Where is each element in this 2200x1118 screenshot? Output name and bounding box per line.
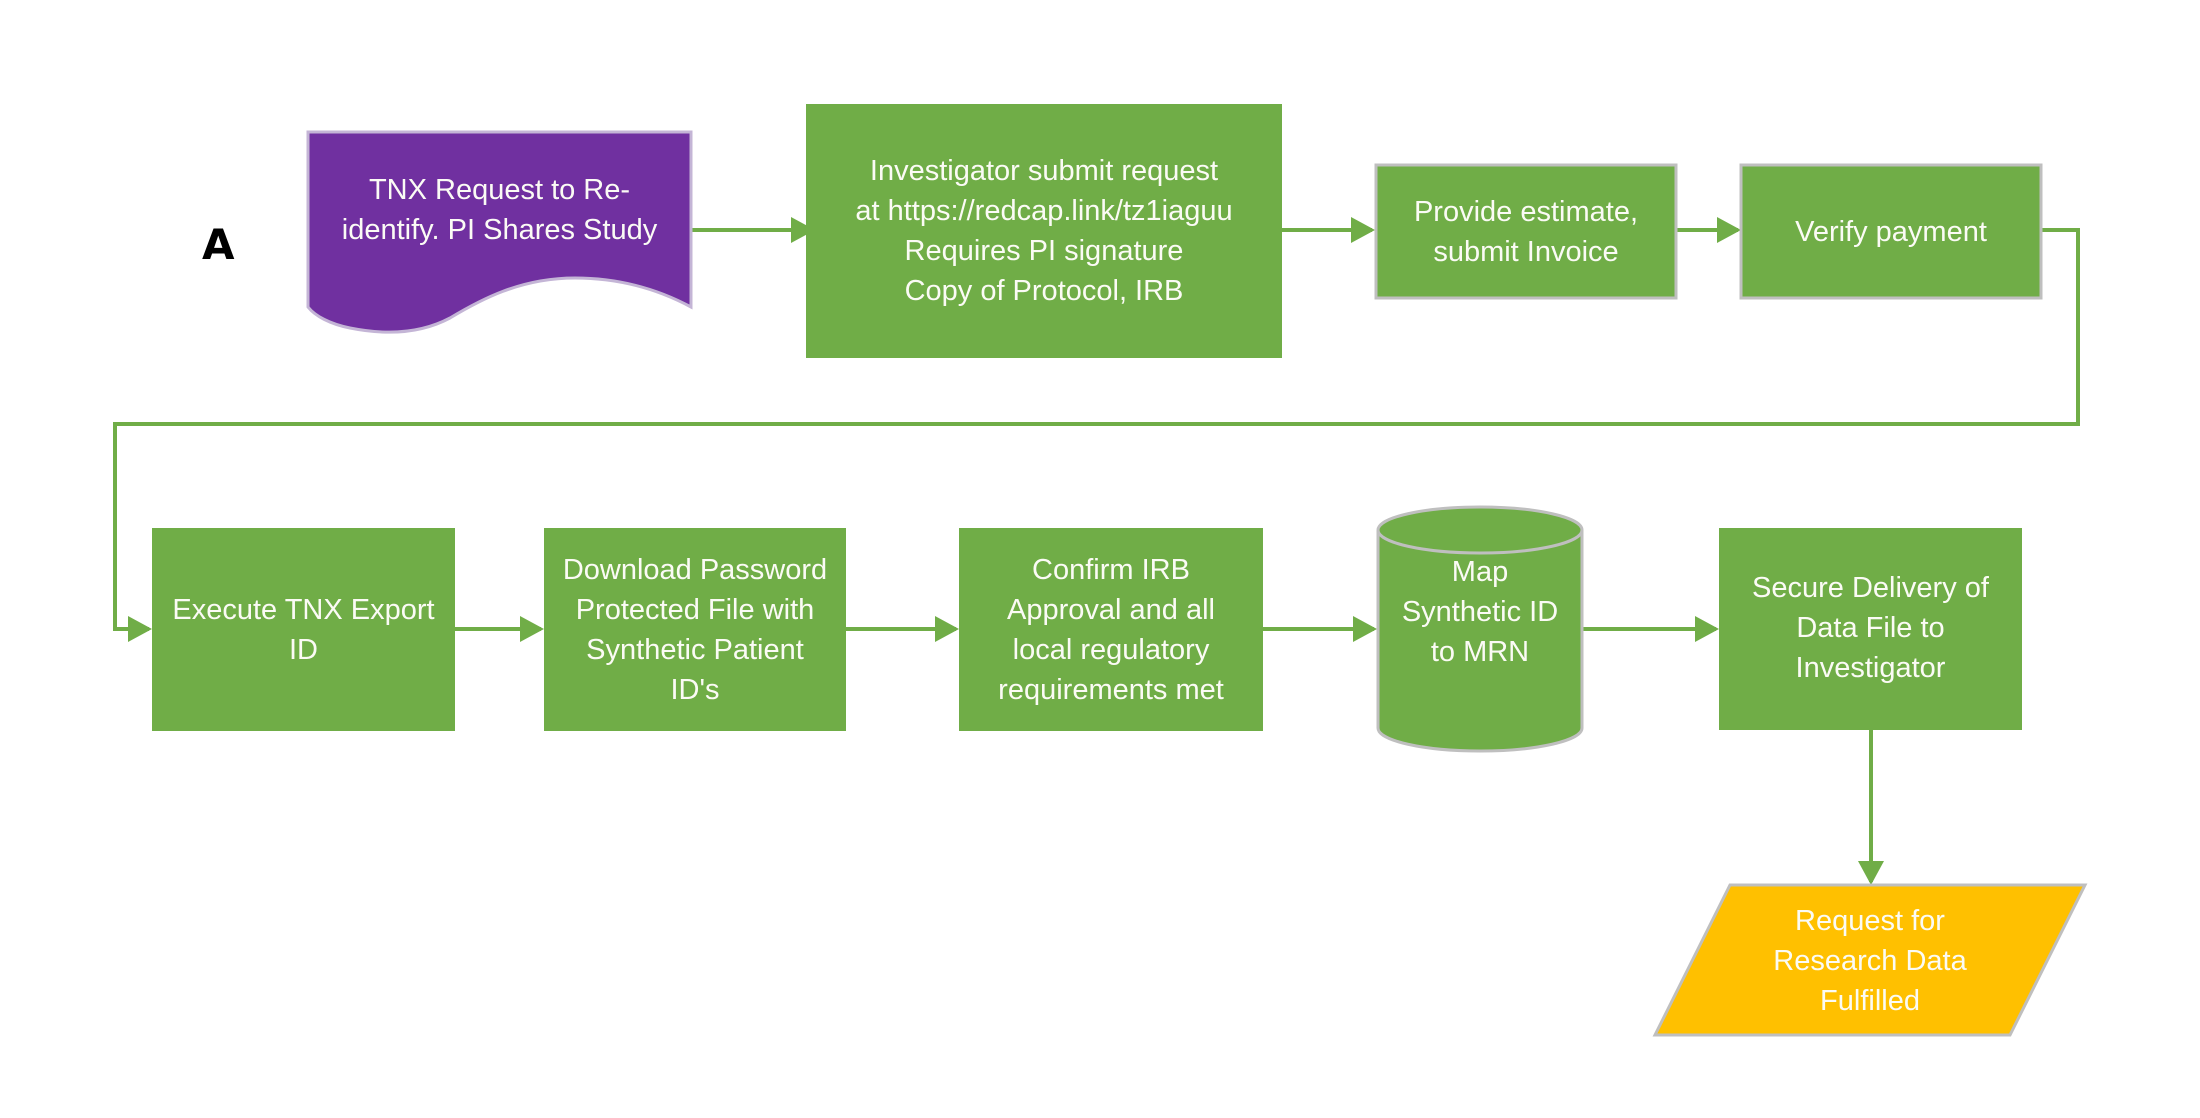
export-label: Execute TNX Export ID [172,593,435,666]
download-process-shape[interactable] [544,528,846,731]
estimate-process-shape[interactable] [1374,163,1678,300]
arrowhead-icon [1353,616,1377,642]
arrowhead-icon [1695,616,1719,642]
figure-label: A [202,220,235,269]
start-document-shape[interactable] [306,130,693,334]
edge-payment-to-export [113,228,2080,631]
download-label: Download Password Protected File with Sy… [562,553,828,706]
arrowhead-icon [128,616,152,642]
export-process-shape[interactable] [152,528,455,731]
map-label: Map Synthetic ID to MRN [1401,556,1559,668]
submit-label: Investigator submit request at https://r… [855,155,1233,307]
delivery-label: Secure Delivery of Data File to Investig… [1752,572,1989,684]
end-label: Request for Research Data Fulfilled [1773,905,1967,1017]
map-database-shape[interactable] [1376,505,1584,753]
arrowhead-icon [1858,861,1884,885]
arrowhead-icon [1351,217,1375,243]
confirm-process-shape[interactable] [959,528,1263,731]
payment-label: Verify payment [1795,215,1987,248]
estimate-label: Provide estimate, submit Invoice [1413,195,1639,268]
delivery-process-shape[interactable] [1719,528,2022,730]
arrowhead-icon [520,616,544,642]
submit-process-shape[interactable] [806,104,1282,358]
confirm-label: Confirm IRB Approval and all local regul… [998,553,1224,706]
payment-process-shape[interactable] [1739,163,2043,300]
start-label: TNX Request to Re- identify. PI Shares S… [341,174,658,246]
end-data-shape[interactable] [1652,883,2088,1037]
arrowhead-icon [935,616,959,642]
arrowhead-icon [1717,217,1741,243]
arrowhead-icon [791,217,815,243]
